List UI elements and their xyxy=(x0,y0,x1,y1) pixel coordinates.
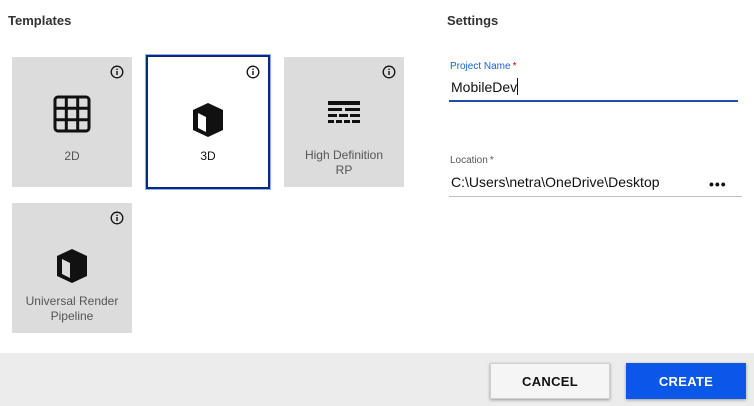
template-2d[interactable]: 2D xyxy=(12,57,132,187)
info-icon[interactable] xyxy=(382,65,396,79)
info-icon[interactable] xyxy=(246,65,260,79)
grid-icon xyxy=(53,95,91,133)
info-icon[interactable] xyxy=(110,211,124,225)
hdrp-lines-icon xyxy=(328,101,360,123)
location-underline xyxy=(449,196,742,197)
template-label: Universal Render Pipeline xyxy=(12,294,132,324)
settings-heading: Settings xyxy=(447,13,499,28)
project-name-input[interactable]: MobileDev xyxy=(451,79,518,95)
template-hdrp[interactable]: High Definition RP xyxy=(284,57,404,187)
info-icon[interactable] xyxy=(110,65,124,79)
template-label-line1: Universal Render xyxy=(25,294,119,308)
templates-heading: Templates xyxy=(8,13,72,28)
project-name-label-text: Project Name xyxy=(450,61,511,72)
template-urp[interactable]: Universal Render Pipeline xyxy=(12,203,132,333)
required-marker: * xyxy=(512,61,517,72)
template-3d[interactable]: 3D xyxy=(146,55,270,189)
template-label-line2: RP xyxy=(335,163,353,177)
create-button[interactable]: CREATE xyxy=(626,363,746,399)
template-label-line1: High Definition xyxy=(304,148,384,162)
template-label-line2: Pipeline xyxy=(50,309,94,323)
browse-location-button[interactable]: ••• xyxy=(709,176,727,192)
location-label: Location* xyxy=(450,155,494,166)
cancel-button[interactable]: CANCEL xyxy=(490,363,610,399)
project-name-label: Project Name* xyxy=(450,61,516,72)
cube-icon xyxy=(57,249,87,283)
project-name-underline xyxy=(449,100,738,102)
text-caret xyxy=(517,78,518,95)
template-label: 3D xyxy=(200,149,216,163)
cube-icon xyxy=(193,103,223,137)
location-label-text: Location xyxy=(450,155,488,166)
template-label: High Definition RP xyxy=(284,148,404,178)
required-marker: * xyxy=(489,155,494,166)
template-label: 2D xyxy=(64,149,80,163)
location-input[interactable]: C:\Users\netra\OneDrive\Desktop xyxy=(451,174,660,190)
